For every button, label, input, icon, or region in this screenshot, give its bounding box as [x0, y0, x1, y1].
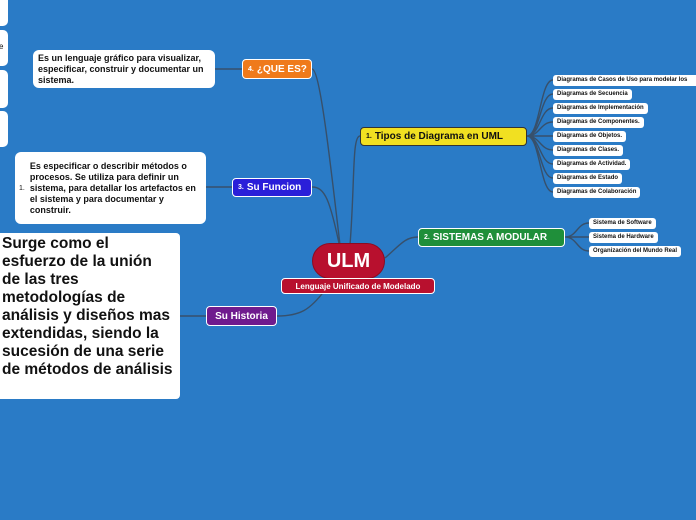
- link-tipos-leaves: [526, 79, 554, 193]
- branch-funcion[interactable]: 3. Su Funcion: [232, 178, 312, 197]
- link-central-que-es: [311, 68, 341, 246]
- branch-tipos[interactable]: 1. Tipos de Diagrama en UML: [360, 127, 527, 146]
- branch-que-es-label: ¿QUE ES?: [256, 63, 307, 75]
- offscreen-text-fragment: e: [0, 42, 4, 51]
- sistema-organizacion[interactable]: Organización del Mundo Real: [589, 246, 682, 257]
- central-subtitle[interactable]: Lenguaje Unificado de Modelado: [281, 278, 435, 294]
- tipo-estado[interactable]: Diagramas de Estado: [553, 173, 623, 184]
- tipo-secuencia[interactable]: Diagramas de Secuencia: [553, 89, 632, 100]
- branch-sistemas[interactable]: 2. SISTEMAS A MODULAR: [418, 228, 565, 247]
- tipo-casos-de-uso[interactable]: Diagramas de Casos de Uso para modelar l…: [553, 75, 696, 86]
- offscreen-node-2: [0, 30, 8, 66]
- tipo-clases[interactable]: Diagramas de Clases.: [553, 145, 624, 156]
- link-sistemas-leaves: [564, 222, 590, 252]
- tipo-componentes[interactable]: Diagramas de Componentes.: [553, 117, 644, 128]
- central-topic[interactable]: ULM: [312, 243, 385, 279]
- branch-historia-label: Su Historia: [215, 310, 268, 322]
- link-central-tipos: [349, 135, 361, 246]
- offscreen-node-3: [0, 70, 8, 108]
- tipo-objetos[interactable]: Diagramas de Objetos.: [553, 131, 627, 142]
- link-central-funcion: [311, 186, 341, 249]
- funcion-description: 1. Es especificar o describir métodos o …: [15, 152, 206, 224]
- sistema-hardware[interactable]: Sistema de Hardware: [589, 232, 658, 243]
- branch-historia[interactable]: Su Historia: [206, 306, 277, 326]
- branch-funcion-label: Su Funcion: [246, 182, 302, 193]
- tipo-implementacion[interactable]: Diagramas de Implementación: [553, 103, 648, 114]
- branch-tipos-label: Tipos de Diagrama en UML: [374, 131, 504, 142]
- link-central-sistemas: [384, 236, 419, 259]
- offscreen-node-1: [0, 0, 8, 26]
- historia-description: Surge como el esfuerzo de la unión de la…: [0, 233, 180, 399]
- branch-sistemas-label: SISTEMAS A MODULAR: [432, 232, 548, 243]
- branch-que-es[interactable]: 4. ¿QUE ES?: [242, 59, 312, 79]
- offscreen-node-4: [0, 111, 8, 147]
- central-title: ULM: [326, 249, 371, 272]
- sistema-software[interactable]: Sistema de Software: [589, 218, 656, 229]
- tipo-colaboracion[interactable]: Diagramas de Colaboración: [553, 187, 641, 198]
- link-central-historia: [276, 289, 326, 317]
- tipo-actividad[interactable]: Diagramas de Actividad.: [553, 159, 631, 170]
- que-es-description: Es un lenguaje gráfico para visualizar, …: [33, 50, 215, 88]
